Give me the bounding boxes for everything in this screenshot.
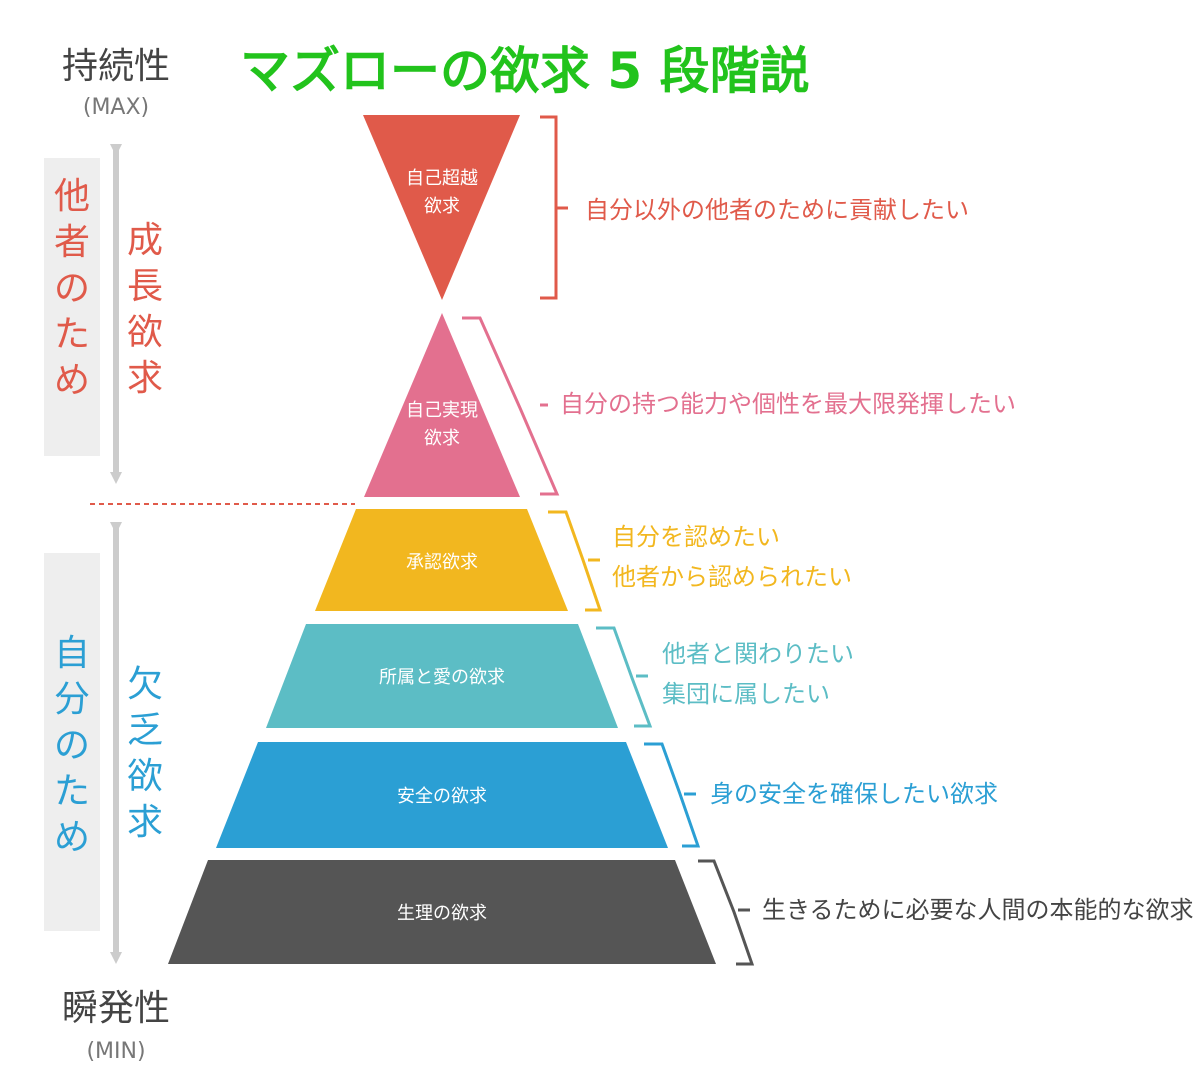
- physiological-shape: [168, 860, 716, 964]
- esteem-description-line1: 自分を認めたい: [612, 523, 780, 551]
- self-actualization-description: 自分の持つ能力や個性を最大限発揮したい: [560, 390, 1016, 418]
- transcendence-shape: [363, 115, 520, 300]
- bottom-label: 瞬発性: [62, 988, 170, 1029]
- transcendence-name-line2: 欲求: [424, 196, 460, 217]
- safety-name: 安全の欲求: [397, 786, 487, 807]
- lower-side-panel: [44, 553, 100, 931]
- transcendence-bracket: [540, 115, 568, 300]
- top-sub-label: (MAX): [83, 95, 149, 120]
- self-actualization-name-line1: 自己実現: [406, 400, 478, 421]
- side-lower-outer-text: 自分のため: [54, 633, 90, 858]
- physiological-bracket: [698, 859, 755, 966]
- belonging-shape: [266, 624, 618, 728]
- physiological-name: 生理の欲求: [397, 903, 487, 924]
- self-actualization-shape: [364, 313, 520, 497]
- physiological-description: 生きるために必要な人間の本能的な欲求: [762, 896, 1194, 924]
- safety-bracket: [644, 742, 701, 848]
- safety-description: 身の安全を確保したい欲求: [710, 780, 998, 808]
- transcendence-name-line1: 自己超越: [406, 168, 478, 189]
- belonging-description-line1: 他者と関わりたい: [662, 640, 854, 668]
- self-actualization-bracket: [462, 316, 560, 496]
- side-lower-inner-text: 欠乏欲求: [127, 664, 163, 843]
- bottom-sub-label: (MIN): [86, 1039, 145, 1064]
- esteem-name: 承認欲求: [406, 552, 478, 573]
- belonging-bracket: [596, 626, 653, 728]
- top-label: 持続性: [62, 46, 170, 87]
- self-actualization-name-line2: 欲求: [424, 428, 460, 449]
- safety-shape: [216, 742, 668, 848]
- diagram-title: マズローの欲求 5 段階説: [240, 42, 810, 100]
- belonging-name: 所属と愛の欲求: [379, 667, 505, 688]
- side-upper-inner-text: 成長欲求: [127, 220, 163, 399]
- belonging-description-line2: 集団に属したい: [662, 680, 830, 708]
- esteem-description-line2: 他者から認められたい: [612, 563, 852, 591]
- side-upper-outer-text: 他者のため: [54, 176, 90, 401]
- transcendence-description: 自分以外の他者のために貢献したい: [585, 196, 969, 224]
- esteem-shape: [315, 509, 568, 611]
- upper-side-panel: [44, 158, 100, 456]
- esteem-bracket: [548, 510, 603, 612]
